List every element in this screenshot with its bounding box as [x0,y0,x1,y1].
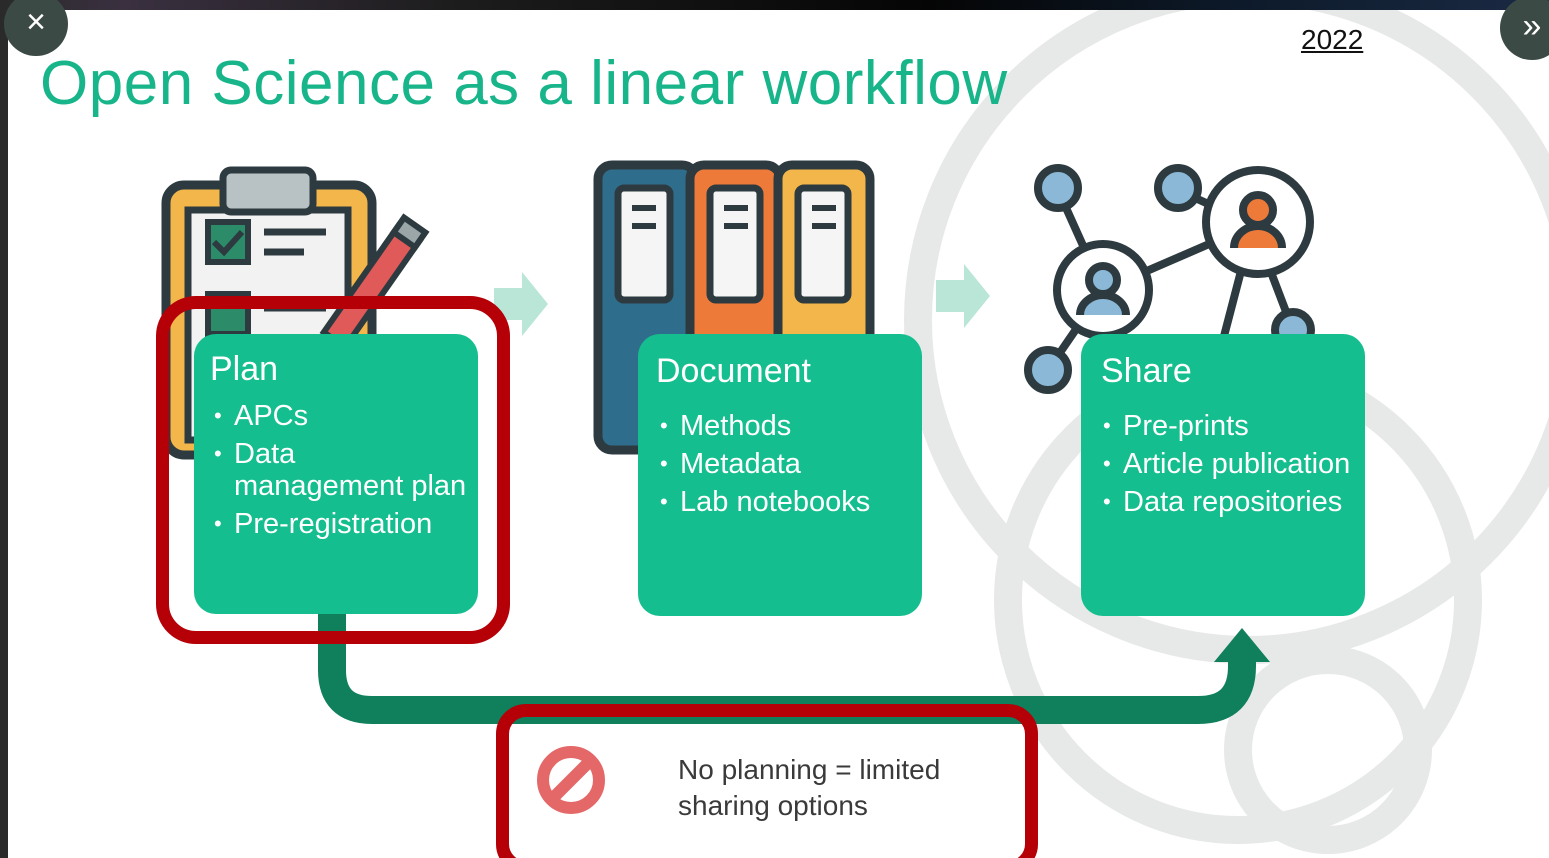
warning-line-2: sharing options [678,790,868,821]
plan-heading: Plan [210,350,279,388]
share-heading: Share [1101,352,1192,390]
close-icon: × [26,3,46,41]
next-icon: » [1522,7,1542,45]
list-item: APCs [210,400,470,432]
close-button[interactable]: × [4,0,68,56]
list-item: Pre-prints [1099,410,1361,442]
document-heading: Document [656,352,811,390]
list-item: Article publication [1099,448,1361,480]
share-list: Pre-prints Article publication Data repo… [1099,410,1361,524]
list-item: Pre-registration [210,508,470,540]
list-item: Metadata [656,448,918,480]
warning-text: No planning = limited sharing options [678,752,940,824]
list-item: Data management plan [210,438,470,502]
plan-list: APCs Data management plan Pre-registrati… [210,400,470,546]
warning-line-1: No planning = limited [678,754,941,785]
slide-title: Open Science as a linear workflow [40,49,1008,118]
network-people-icon [1024,164,1315,394]
prohibited-icon [537,746,605,814]
list-item: Data repositories [1099,486,1361,518]
document-list: Methods Metadata Lab notebooks [656,410,918,524]
list-item: Methods [656,410,918,442]
plan-highlight-frame [156,296,510,644]
step-arrows [494,264,990,336]
slide: Open Science as a linear workflow 2022 P… [8,10,1549,858]
document-box: Document Methods Metadata Lab notebooks [638,334,922,616]
plan-box: Plan APCs Data management plan Pre-regis… [194,334,478,614]
warning-highlight-frame [496,704,1038,858]
list-item: Lab notebooks [656,486,918,518]
next-button[interactable]: » [1500,0,1549,60]
share-box: Share Pre-prints Article publication Dat… [1081,334,1365,616]
year-link[interactable]: 2022 [1301,24,1364,55]
